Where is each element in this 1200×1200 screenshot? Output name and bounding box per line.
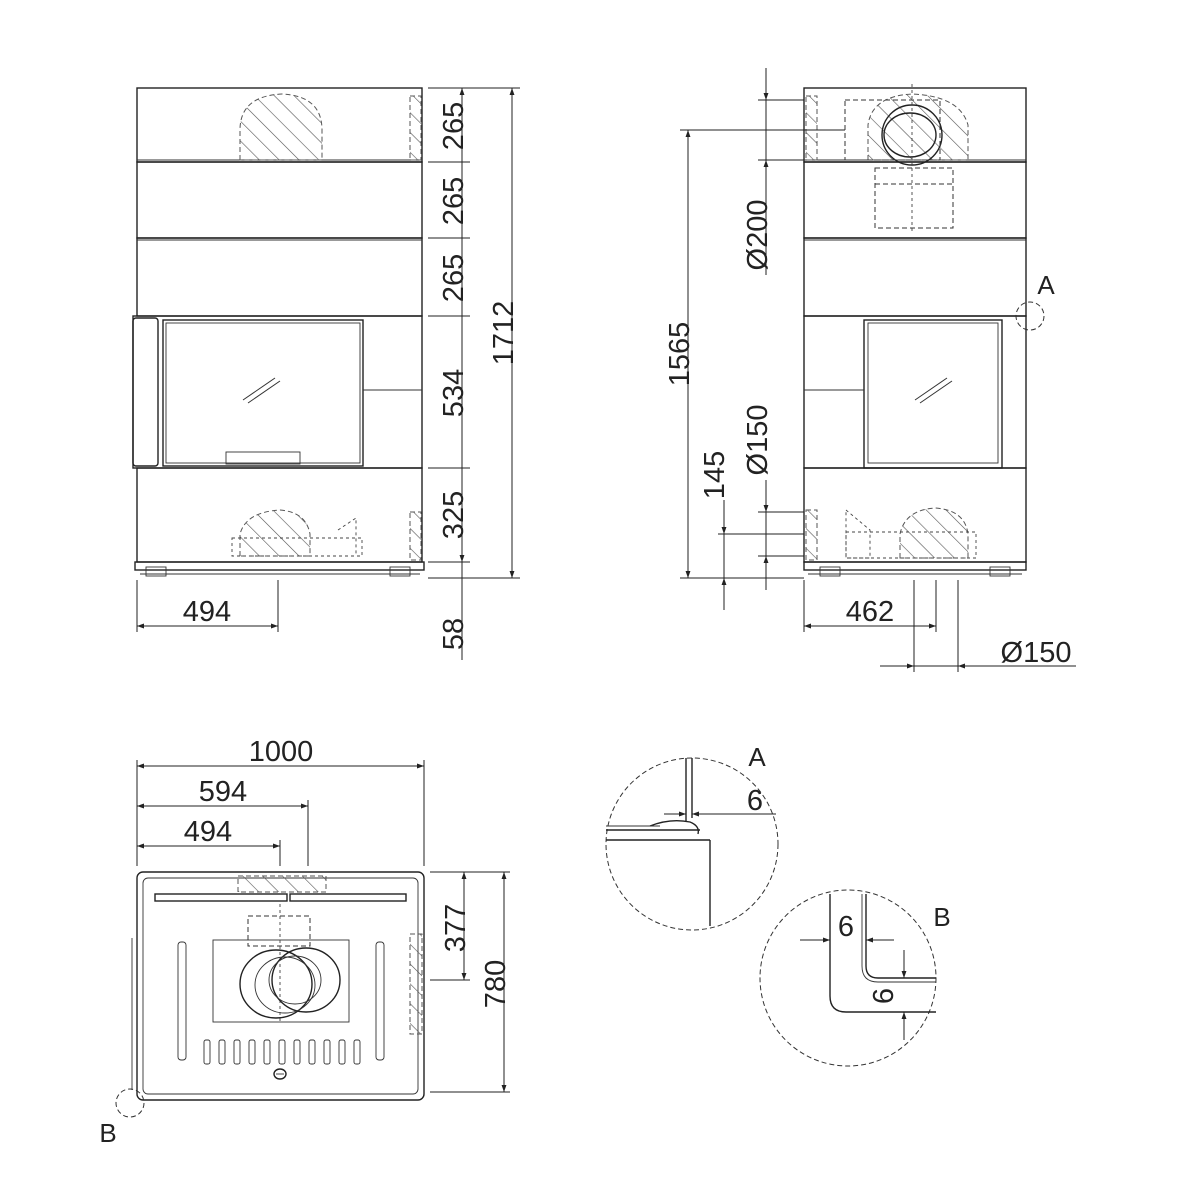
dim-plan-1000: 1000: [249, 736, 314, 768]
detail-a-marker: [1015, 301, 1045, 331]
dim-plan-594: 594: [199, 776, 247, 808]
dim-side-150-air: Ø150: [1001, 637, 1072, 669]
dim-plan-377: 377: [440, 904, 472, 952]
dim-detail-b-6-y: 6: [868, 988, 900, 1004]
dim-front-325: 325: [438, 491, 470, 539]
front-body: [132, 87, 425, 577]
dim-plan-494: 494: [184, 816, 232, 848]
detail-b-plan-label: B: [99, 1118, 116, 1148]
side-dim-1565: [680, 129, 845, 579]
dim-side-150-rear: Ø150: [742, 405, 774, 476]
dim-plan-780: 780: [480, 960, 512, 1008]
front-dim-494: [136, 580, 279, 632]
side-dim-150-rear: [758, 480, 804, 590]
plan-dim-depths: [430, 871, 510, 1093]
detail-b-label: B: [933, 902, 950, 932]
dim-side-200: Ø200: [742, 200, 774, 271]
dim-side-145: 145: [699, 451, 731, 499]
dim-front-58: 58: [438, 618, 470, 650]
side-dim-145: [718, 500, 804, 610]
plan-dim-widths: [136, 760, 425, 866]
side-view: A Ø200 1565 Ø150: [664, 68, 1076, 672]
dim-side-462: 462: [846, 596, 894, 628]
dim-front-265-b: 265: [438, 177, 470, 225]
plan-body: [131, 871, 425, 1101]
dim-detail-a-6: 6: [747, 785, 763, 817]
detail-a: [605, 757, 779, 931]
detail-a-side-label: A: [1037, 270, 1055, 300]
detail-b: [759, 889, 937, 1067]
front-view: 265 265 265 534 325 1712 58 494: [132, 87, 520, 660]
dim-detail-b-6-x: 6: [838, 911, 854, 943]
dim-front-265-c: 265: [438, 254, 470, 302]
plan-view: B 1000 594 494 377 780: [99, 736, 512, 1148]
detail-a-label: A: [748, 742, 766, 772]
side-dim-150-air: [880, 580, 1076, 672]
side-dim-200: [758, 68, 804, 275]
dim-side-1565: 1565: [664, 322, 696, 387]
plan-vent-slots: [203, 1039, 361, 1065]
dim-front-494: 494: [183, 596, 231, 628]
dim-front-265-a: 265: [438, 102, 470, 150]
detail-b-marker: [115, 1088, 145, 1118]
dim-front-1712: 1712: [488, 301, 520, 366]
side-body: [803, 84, 1027, 577]
front-dim-chain: [428, 87, 520, 660]
dim-front-534: 534: [438, 369, 470, 417]
